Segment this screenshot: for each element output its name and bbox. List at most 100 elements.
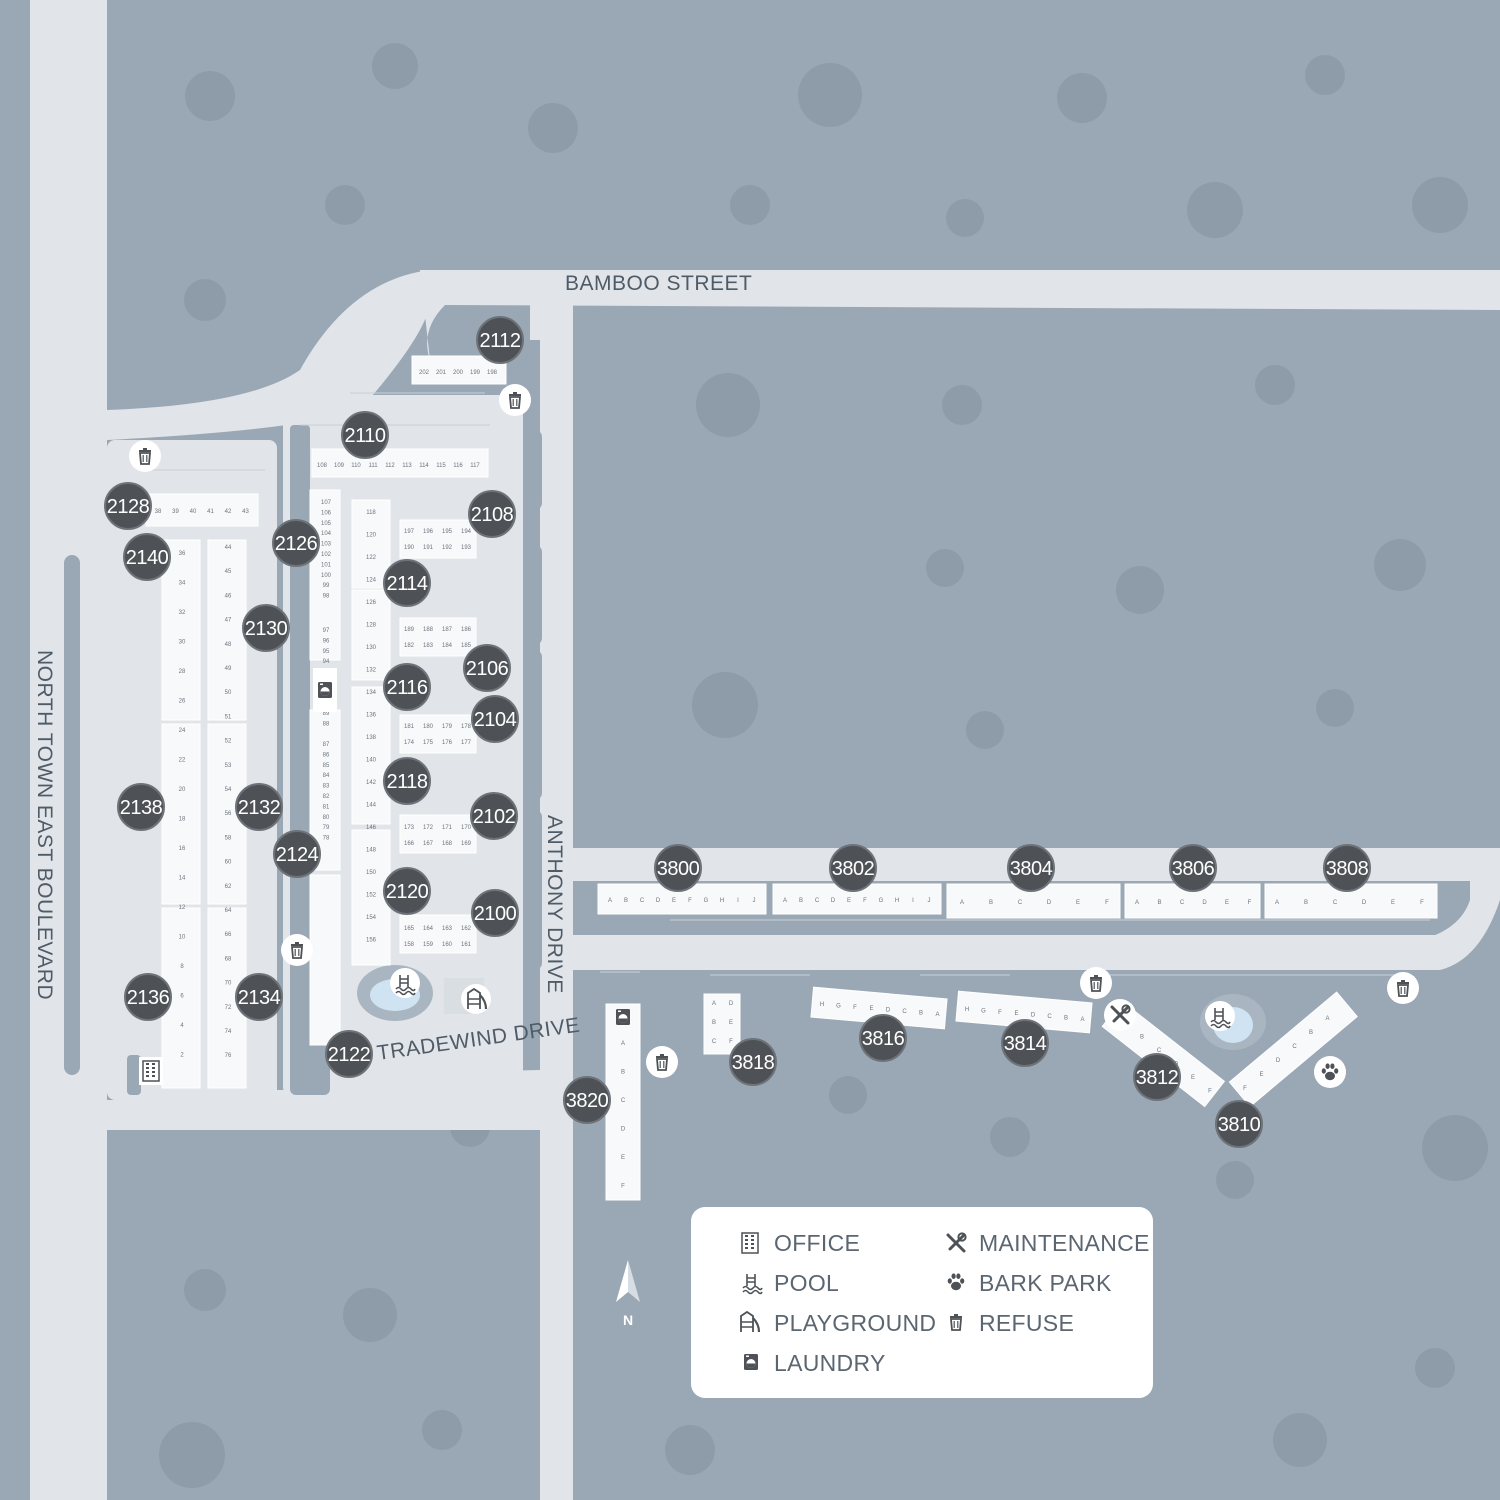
unit-label: 52 — [225, 739, 232, 745]
unit-label: 6 — [180, 994, 184, 1000]
building-marker[interactable]: 2126 — [272, 519, 320, 567]
unit-label: E — [621, 1155, 625, 1161]
unit-label: H — [965, 1007, 969, 1013]
unit-label: 174 — [404, 740, 415, 746]
building-marker[interactable]: 2132 — [235, 783, 283, 831]
building-marker[interactable]: 2140 — [123, 533, 171, 581]
unit-label: 183 — [423, 643, 434, 649]
unit-label: 96 — [323, 638, 330, 644]
legend-bark-park-label: BARK PARK — [979, 1270, 1112, 1296]
unit-label: 40 — [190, 509, 197, 515]
unit-label: E — [1225, 900, 1229, 906]
map-refuse-icon[interactable] — [1080, 967, 1112, 999]
unit-label: 103 — [321, 542, 332, 548]
building-marker[interactable]: 2114 — [383, 559, 431, 607]
unit-label: 98 — [323, 594, 330, 600]
building-number: 2140 — [126, 547, 169, 569]
unit-label: F — [1243, 1086, 1247, 1092]
unit-label: G — [704, 898, 709, 904]
unit-label: 20 — [179, 787, 186, 793]
building-marker[interactable]: 3820 — [563, 1076, 611, 1124]
unit-label: 169 — [461, 841, 472, 847]
unit-label: 49 — [225, 666, 232, 672]
unit-label: 12 — [179, 905, 186, 911]
building-marker[interactable]: 3814 — [1001, 1019, 1049, 1067]
unit-label: E — [672, 898, 676, 904]
building-marker[interactable]: 2136 — [124, 973, 172, 1021]
building-marker[interactable]: 2108 — [468, 490, 516, 538]
map-refuse-icon[interactable] — [646, 1046, 678, 1078]
building-marker-circle — [273, 830, 321, 878]
map-pool-icon[interactable] — [390, 968, 420, 998]
building-marker[interactable]: 3818 — [729, 1038, 777, 1086]
building-marker[interactable]: 2118 — [383, 757, 431, 805]
unit-label: E — [1259, 1072, 1263, 1078]
unit-label: 14 — [179, 876, 186, 882]
map-bark-park-icon[interactable] — [1314, 1056, 1346, 1088]
map-refuse-icon[interactable] — [499, 384, 531, 416]
unit-label: 16 — [179, 846, 186, 852]
unit-label: 87 — [323, 742, 330, 748]
building-marker[interactable]: 2130 — [242, 604, 290, 652]
unit-label: 144 — [366, 803, 377, 809]
unit-label: 200 — [453, 370, 464, 376]
building-marker-circle — [1001, 1019, 1049, 1067]
building-marker[interactable]: 3810 — [1215, 1100, 1263, 1148]
building-marker[interactable]: 2120 — [383, 867, 431, 915]
building-marker[interactable]: 2124 — [273, 830, 321, 878]
map-pool-icon[interactable] — [1205, 1001, 1235, 1031]
unit-label: 113 — [402, 463, 412, 469]
building-marker[interactable]: 3808 — [1323, 844, 1371, 892]
unit-label: 190 — [404, 545, 415, 551]
building-marker[interactable]: 2106 — [463, 644, 511, 692]
map-refuse-icon[interactable] — [1387, 972, 1419, 1004]
map-maintenance-icon[interactable] — [1104, 999, 1136, 1031]
building-marker[interactable]: 2100 — [471, 889, 519, 937]
building-marker[interactable]: 2110 — [341, 411, 389, 459]
building-number: 2100 — [474, 903, 517, 925]
unit-label: 22 — [179, 758, 186, 764]
building-marker-circle — [242, 604, 290, 652]
building-marker[interactable]: 2128 — [104, 482, 152, 530]
unit-label: 154 — [366, 915, 377, 921]
building-marker-circle — [383, 867, 431, 915]
unit-label: H — [895, 898, 899, 904]
unit-label: 34 — [179, 581, 186, 587]
unit-label: G — [879, 898, 884, 904]
building-marker[interactable]: 2116 — [383, 663, 431, 711]
map-refuse-icon[interactable] — [281, 934, 313, 966]
unit-label: B — [621, 1070, 625, 1076]
building-marker[interactable]: 2104 — [471, 695, 519, 743]
unit-label: A — [1080, 1017, 1084, 1023]
map-refuse-icon[interactable] — [129, 440, 161, 472]
map-playground-icon[interactable] — [461, 984, 491, 1014]
unit-label: 105 — [321, 521, 332, 527]
building-marker-circle — [124, 973, 172, 1021]
building-marker[interactable]: 3800 — [654, 844, 702, 892]
building-number: 2126 — [275, 533, 318, 555]
map-office-icon[interactable] — [139, 1057, 163, 1085]
building-number: 2132 — [238, 797, 281, 819]
unit-label: 158 — [404, 942, 415, 948]
unit-label: G — [981, 1008, 986, 1014]
unit-label: 106 — [321, 510, 332, 516]
building-marker[interactable]: 2112 — [476, 316, 524, 364]
unit-label: 8 — [180, 964, 184, 970]
building-marker[interactable]: 3812 — [1133, 1053, 1181, 1101]
building-marker[interactable]: 2122 — [325, 1030, 373, 1078]
building-marker-circle — [1215, 1100, 1263, 1148]
building-marker[interactable]: 3806 — [1169, 844, 1217, 892]
street-bamboo: BAMBOO STREET — [565, 272, 752, 295]
unit-label: 142 — [366, 780, 377, 786]
building-number: 2134 — [238, 987, 281, 1009]
unit-label: 124 — [366, 578, 377, 584]
building-marker[interactable]: 2138 — [117, 783, 165, 831]
building-marker[interactable]: 2102 — [470, 792, 518, 840]
map-laundry-icon[interactable] — [616, 1009, 630, 1025]
building-marker[interactable]: 2134 — [235, 973, 283, 1021]
building-marker[interactable]: 3804 — [1007, 844, 1055, 892]
building-marker[interactable]: 3802 — [829, 844, 877, 892]
unit-label: F — [621, 1184, 625, 1190]
building-marker[interactable]: 3816 — [859, 1014, 907, 1062]
map-laundry-icon[interactable] — [313, 668, 337, 712]
